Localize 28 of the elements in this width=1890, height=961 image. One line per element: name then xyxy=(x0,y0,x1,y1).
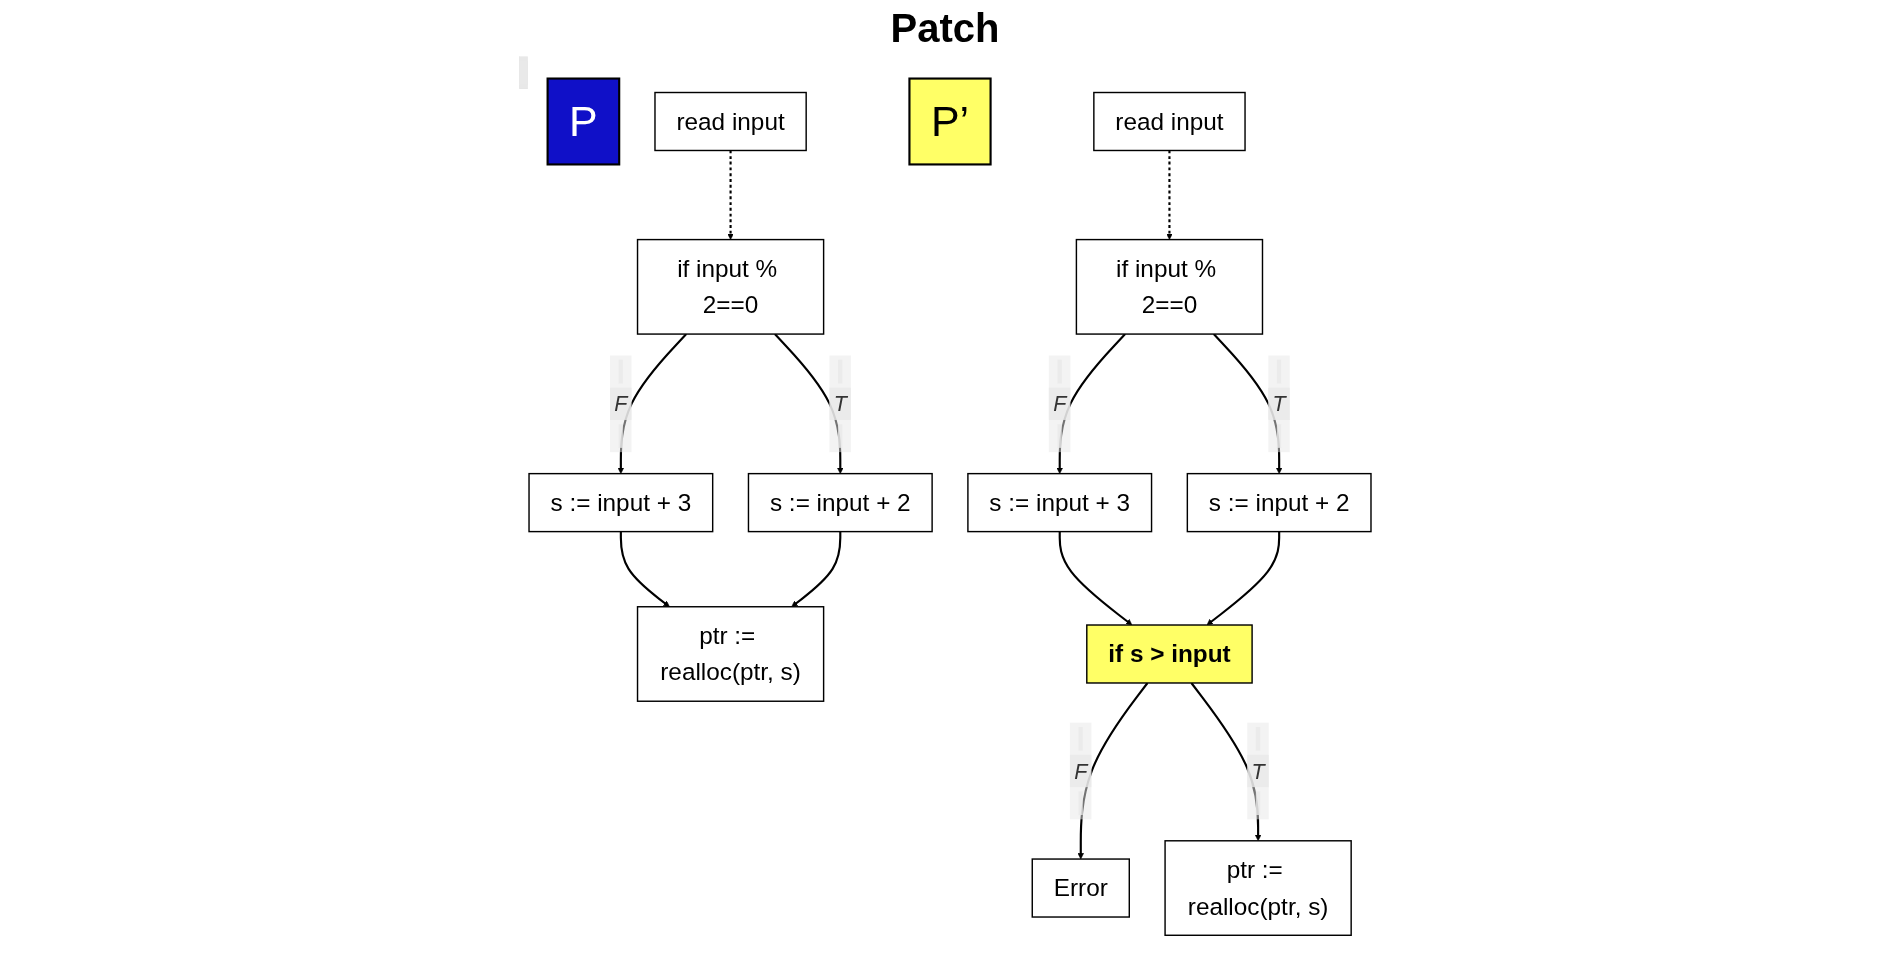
arrow xyxy=(1058,531,1133,626)
arrow xyxy=(619,531,670,608)
edge-label: F xyxy=(614,392,628,416)
node-box: s := input + 2 xyxy=(1186,472,1372,533)
node-box: read input xyxy=(1093,91,1246,152)
node-box: s := input + 2 xyxy=(747,472,933,533)
node-box: s := input + 3 xyxy=(528,472,714,533)
arrow xyxy=(1077,682,1149,860)
node-box: if s > input xyxy=(1086,624,1253,684)
arrow xyxy=(791,531,842,608)
diagram-title: Patch xyxy=(889,6,1001,51)
edge-label: T xyxy=(1251,759,1265,783)
node-box: read input xyxy=(654,91,807,152)
node-box: if input % 2==0 xyxy=(636,238,825,335)
edge-label: T xyxy=(1272,392,1286,416)
node-box: s := input + 3 xyxy=(967,472,1153,533)
node-box: ptr := realloc(ptr, s) xyxy=(1164,840,1352,936)
edge-label: T xyxy=(833,392,847,416)
node-box: P xyxy=(546,77,621,166)
node-box: ptr := realloc(ptr, s) xyxy=(636,606,825,702)
arrow xyxy=(1206,531,1281,626)
arrow xyxy=(727,150,734,240)
edge-label: F xyxy=(1074,759,1088,783)
node-box: P’ xyxy=(908,77,992,166)
edge-label: F xyxy=(1053,392,1067,416)
node-box: Error xyxy=(1031,858,1130,918)
arrow xyxy=(1166,150,1173,240)
node-box: if input % 2==0 xyxy=(1075,238,1264,335)
